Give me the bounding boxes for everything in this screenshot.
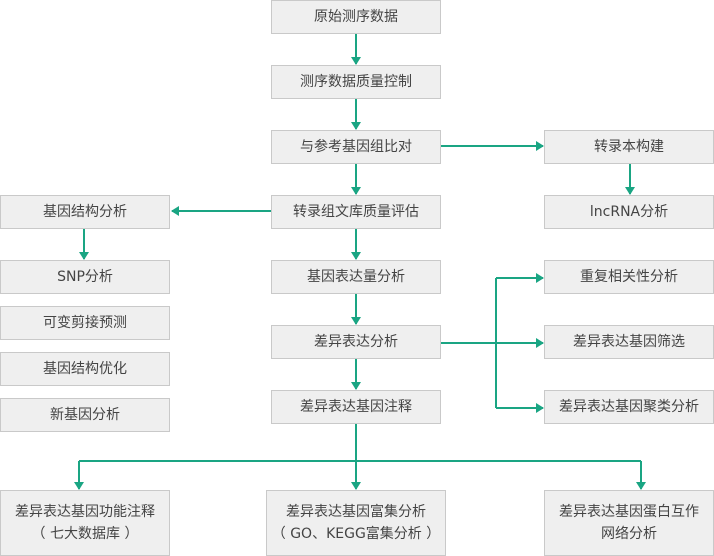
node-diff-cluster: 差异表达基因聚类分析 <box>544 390 714 424</box>
node-label: 与参考基因组比对 <box>300 139 412 155</box>
node-label-line1: 差异表达基因蛋白互作 <box>559 504 699 520</box>
node-label: 差异表达分析 <box>314 334 398 350</box>
node-label: 差异表达基因注释 <box>300 399 412 415</box>
node-label: 转录本构建 <box>594 139 664 155</box>
node-func-annot: 差异表达基因功能注释 （ 七大数据库 ） <box>0 490 170 556</box>
node-align: 与参考基因组比对 <box>271 130 441 164</box>
node-label: lncRNA分析 <box>589 204 669 220</box>
node-label: 差异表达基因聚类分析 <box>559 399 699 415</box>
node-gene-opt: 基因结构优化 <box>0 352 170 386</box>
node-gene-structure: 基因结构分析 <box>0 195 170 229</box>
node-enrich: 差异表达基因富集分析 （ GO、KEGG富集分析 ） <box>266 490 446 556</box>
node-label: 原始测序数据 <box>314 9 398 25</box>
node-lncrna: lncRNA分析 <box>544 195 714 229</box>
node-label: 基因结构优化 <box>43 361 127 377</box>
node-transcript-build: 转录本构建 <box>544 130 714 164</box>
node-snp: SNP分析 <box>0 260 170 294</box>
node-label-line2: （ 七大数据库 ） <box>31 526 139 542</box>
node-ppi: 差异表达基因蛋白互作 网络分析 <box>544 490 714 556</box>
node-repeat-corr: 重复相关性分析 <box>544 260 714 294</box>
node-label: 重复相关性分析 <box>580 269 678 285</box>
node-label: 基因结构分析 <box>43 204 127 220</box>
node-raw-data: 原始测序数据 <box>271 0 441 34</box>
node-label-line2: （ GO、KEGG富集分析 ） <box>271 526 441 542</box>
node-diff-annot: 差异表达基因注释 <box>271 390 441 424</box>
node-expression: 基因表达量分析 <box>271 260 441 294</box>
node-alt-splicing: 可变剪接预测 <box>0 306 170 340</box>
node-label-line1: 差异表达基因功能注释 <box>15 504 155 520</box>
node-label-line1: 差异表达基因富集分析 <box>286 504 426 520</box>
node-label: SNP分析 <box>57 269 113 285</box>
node-qc: 测序数据质量控制 <box>271 65 441 99</box>
node-label: 测序数据质量控制 <box>300 74 412 90</box>
node-label: 基因表达量分析 <box>307 269 405 285</box>
node-diff-screen: 差异表达基因筛选 <box>544 325 714 359</box>
node-label: 差异表达基因筛选 <box>573 334 685 350</box>
node-label: 转录组文库质量评估 <box>293 204 419 220</box>
node-diff-analysis: 差异表达分析 <box>271 325 441 359</box>
node-new-gene: 新基因分析 <box>0 398 170 432</box>
node-label: 可变剪接预测 <box>43 315 127 331</box>
node-library-qc: 转录组文库质量评估 <box>271 195 441 229</box>
node-label-line2: 网络分析 <box>601 526 657 542</box>
node-label: 新基因分析 <box>50 407 120 423</box>
